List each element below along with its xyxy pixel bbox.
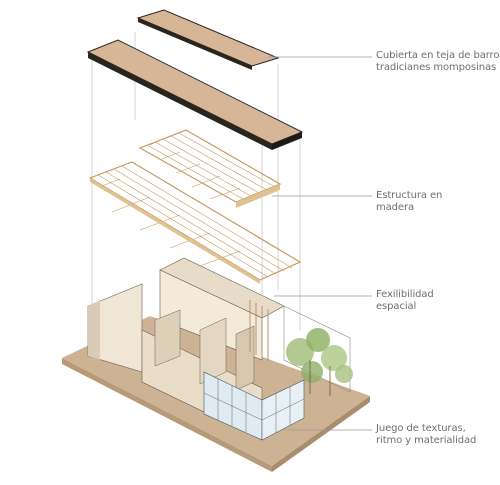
label-structure-line1: Estructura en — [376, 190, 443, 201]
label-textures-line1: Juego de texturas, — [376, 423, 466, 434]
building-volume — [87, 257, 351, 441]
courtyard-trees — [286, 328, 353, 396]
label-flexibility-line2: espacial — [376, 301, 417, 312]
label-flexibility-line1: Fexilibilidad — [376, 289, 434, 300]
roof-upper-plane — [136, 9, 280, 67]
timber-structure-layer — [88, 129, 302, 284]
label-structure-line2: madera — [376, 202, 415, 213]
roof-tile-layer — [86, 9, 304, 150]
glass-facade — [203, 371, 305, 441]
label-flexibility: Fexilibilidad espacial — [376, 289, 500, 313]
label-textures-line2: ritmo y materialidad — [376, 435, 477, 446]
label-roof-line2: tradicianes momposinas — [376, 62, 497, 73]
label-roof: Cubierta en teja de barro tradicianes mo… — [376, 50, 500, 74]
label-roof-line1: Cubierta en teja de barro — [376, 50, 500, 61]
label-leader-lines — [268, 56, 372, 431]
label-textures: Juego de texturas, ritmo y materialidad — [376, 423, 500, 447]
label-structure: Estructura en madera — [376, 190, 500, 214]
